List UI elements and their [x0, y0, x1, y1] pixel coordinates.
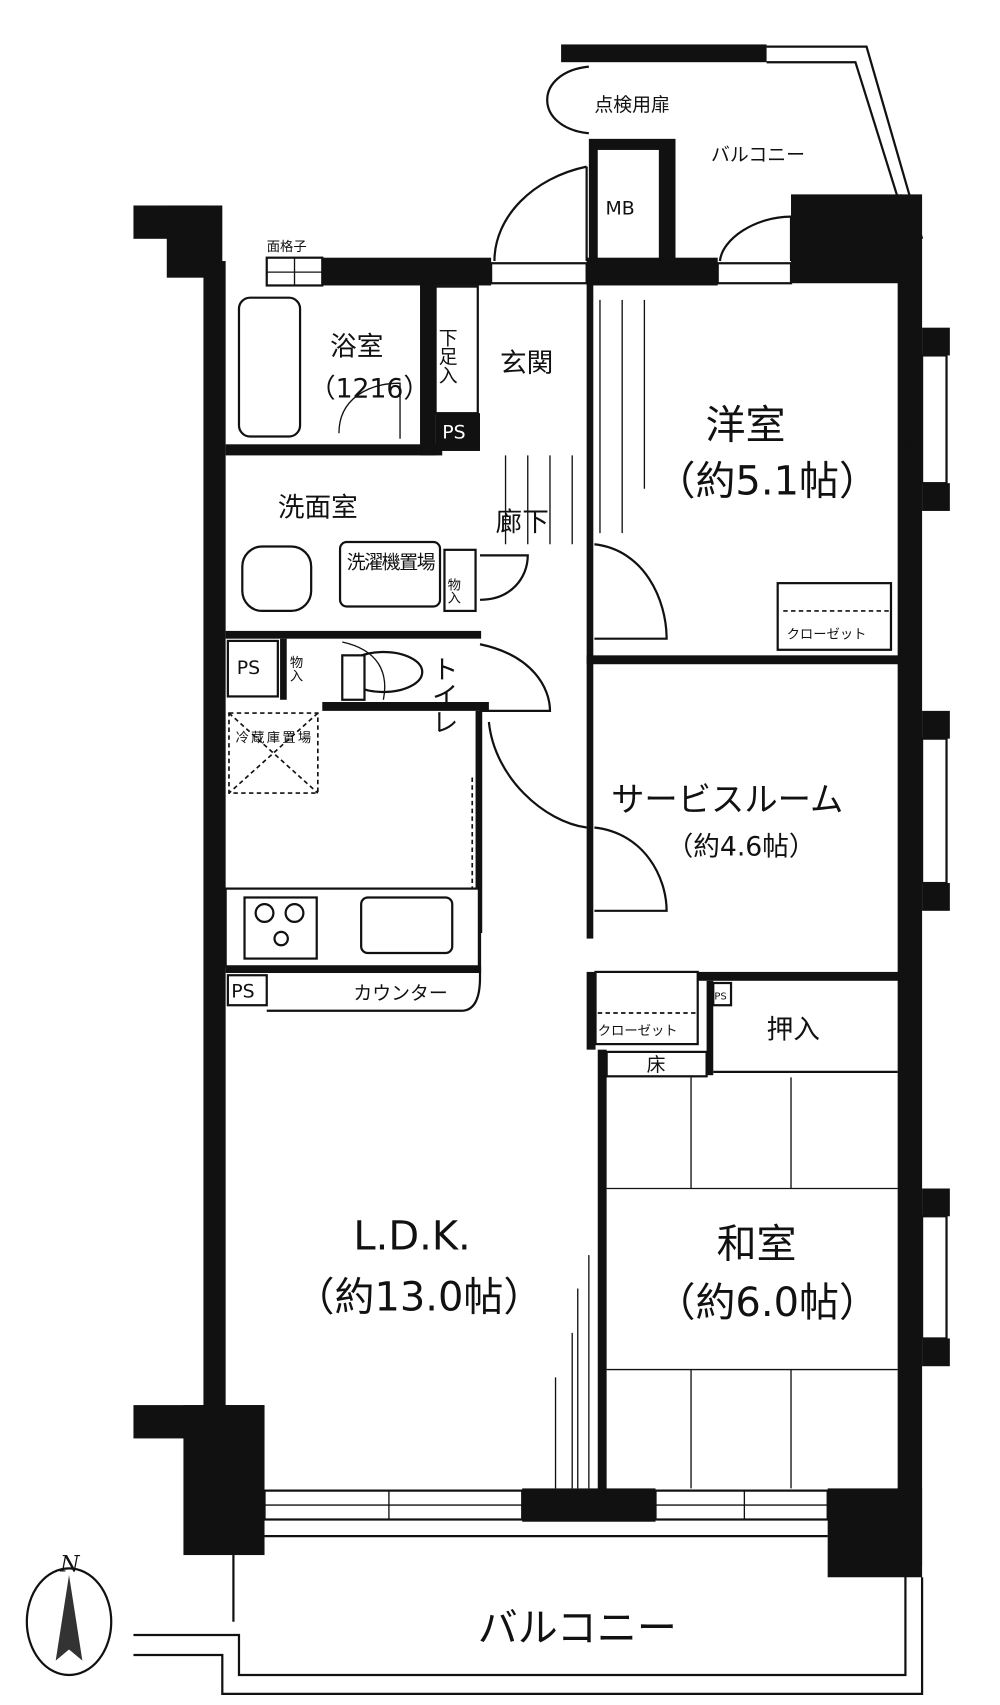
north-balcony-label: バルコニー	[711, 144, 805, 166]
ps-label-4: PS	[714, 992, 726, 1003]
toilet-label: トイレ	[427, 655, 458, 735]
bathroom-label: 浴室	[330, 331, 383, 362]
closet-label-1: クローゼット	[787, 627, 867, 643]
inspection-door-swing	[546, 65, 589, 135]
shoe-storage-label: 下足入	[436, 328, 458, 385]
service-room-size: （約4.6帖）	[667, 831, 816, 862]
compass-north-icon: N	[25, 1552, 113, 1677]
inspection-door-label: 点検用扉	[594, 94, 670, 116]
western-room-size: （約5.1帖）	[656, 458, 879, 504]
floor-step-lines-ldk	[554, 1255, 590, 1489]
tokonoma-label: 床	[647, 1054, 666, 1076]
closet-label-2: クローゼット	[598, 1023, 678, 1039]
bathroom-size: （1216）	[309, 374, 430, 405]
entrance-label: 玄関	[500, 348, 553, 379]
western-room-label: 洋室	[705, 403, 785, 449]
fridge-space	[228, 712, 319, 794]
meter-box: MB	[588, 138, 676, 262]
ps-label-1: PS	[442, 422, 465, 444]
washbasin	[241, 545, 313, 613]
sink	[360, 896, 454, 955]
windows: 面格子 出窓 出窓 出窓	[263, 239, 948, 1521]
floor-step-lines	[504, 299, 646, 545]
north-balcony: 点検用扉 バルコニー	[546, 44, 924, 240]
hallway-label: 廊下	[496, 507, 549, 538]
washer-space	[338, 540, 442, 608]
doors	[338, 165, 793, 912]
bay-window-label-2: 出窓	[901, 805, 918, 832]
mb-label: MB	[606, 197, 635, 219]
japanese-room-label: 和室	[717, 1221, 797, 1267]
tatami-lines	[606, 1077, 898, 1489]
bay-window-label-1: 出窓	[901, 422, 918, 449]
closet-western	[776, 582, 893, 651]
ldk-label: L.D.K.	[353, 1214, 470, 1260]
counter-label: カウンター	[353, 983, 447, 1005]
fridge-space-label: 冷蔵庫置場	[236, 730, 312, 746]
japanese-room-size: （約6.0帖）	[656, 1280, 879, 1326]
walls	[133, 194, 950, 1578]
closet-service	[594, 970, 699, 1046]
washer-space-label: 洗濯機置場	[347, 552, 436, 574]
bay-window-label-3: 出窓	[901, 1277, 918, 1304]
ldk-size: （約13.0帖）	[295, 1275, 544, 1321]
lattice-label: 面格子	[267, 239, 307, 255]
ps-label-2: PS	[237, 657, 260, 679]
compass-label: N	[59, 1552, 81, 1578]
washroom-label: 洗面室	[278, 492, 358, 523]
storage-label-1: 物入	[445, 577, 461, 604]
bathtub	[237, 296, 302, 438]
service-room-label: サービスルーム	[611, 780, 843, 819]
ps-label-3: PS	[231, 980, 254, 1002]
oshiire-label: 押入	[767, 1015, 820, 1046]
south-balcony-label: バルコニー	[478, 1606, 677, 1652]
south-balcony: バルコニー	[133, 1535, 924, 1696]
stove	[243, 896, 318, 960]
storage-label-2: 物入	[287, 655, 303, 682]
